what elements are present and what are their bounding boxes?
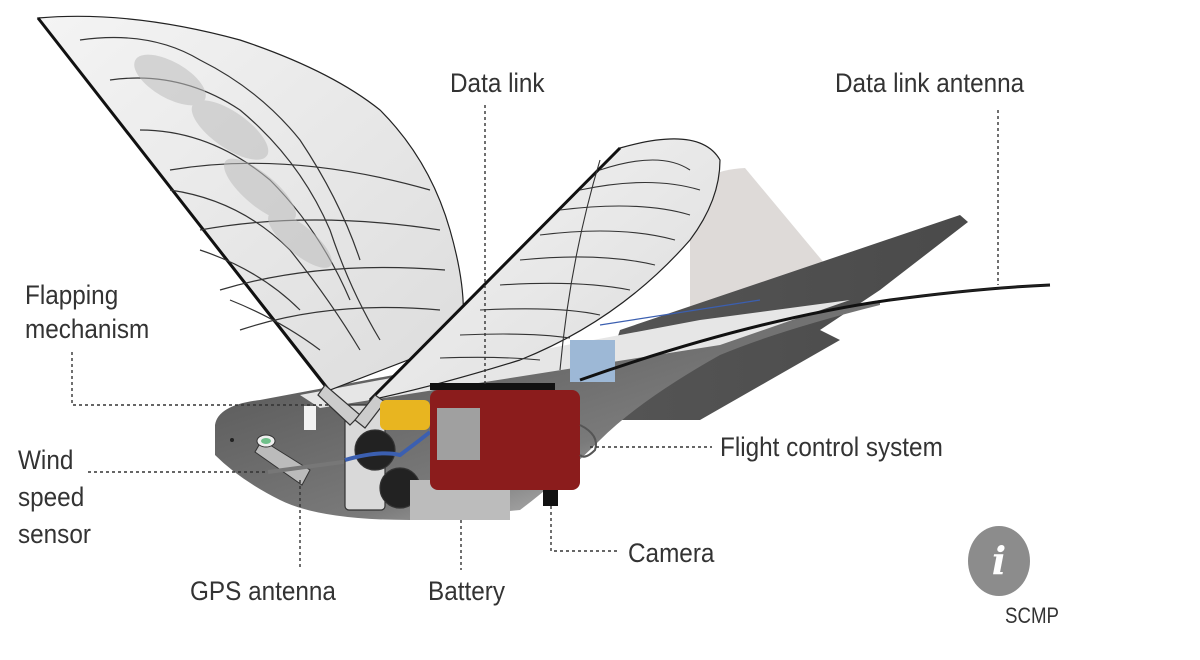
label-flapping-line1: Flapping [25,280,119,310]
battery [380,400,430,430]
label-data-link-antenna: Data link antenna [835,68,1025,98]
label-battery: Battery [428,576,505,606]
leader-lines [71,105,999,570]
label-gps-antenna: GPS antenna [190,576,336,606]
info-icon[interactable]: i [968,526,1030,596]
right-wing [368,138,721,402]
label-flight-control-system: Flight control system [720,432,943,462]
label-data-link: Data link [450,68,545,98]
label-camera: Camera [628,538,715,568]
label-flapping-line2: mechanism [25,314,150,344]
label-wind-line1: Wind [18,445,74,475]
label-wind-line2: speed [18,482,85,512]
label-wind-line3: sensor [18,519,91,549]
camera [543,490,558,506]
label-wind-speed-sensor: Wind speed sensor [18,442,91,553]
source-credit: SCMP [1005,603,1060,628]
label-flapping-mechanism: Flapping mechanism [25,278,149,346]
right-wing-feathers [439,159,701,371]
